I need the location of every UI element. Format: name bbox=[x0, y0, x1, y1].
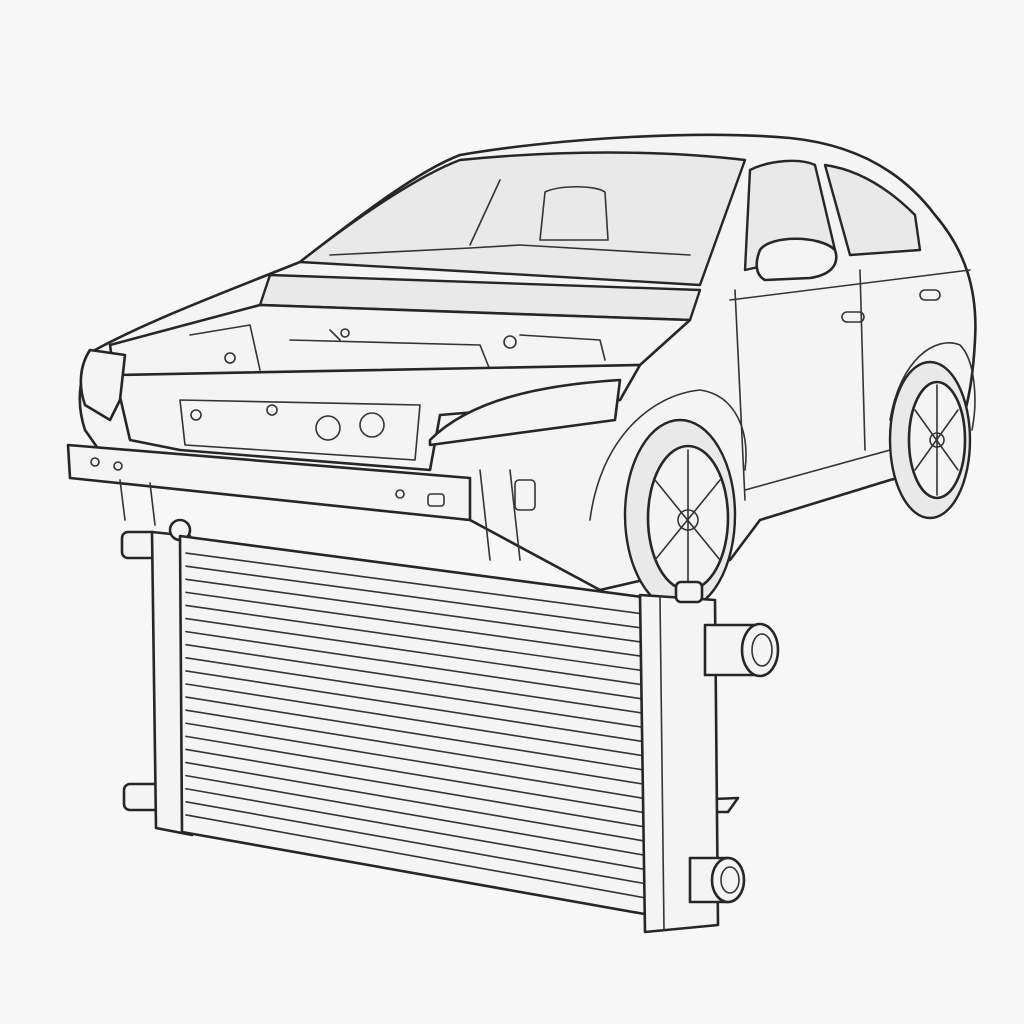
side-mirror bbox=[755, 237, 838, 282]
radiator-fin bbox=[185, 578, 646, 644]
frame-inner bbox=[179, 399, 421, 461]
a-pillar-line bbox=[469, 179, 501, 246]
front-wheel bbox=[623, 418, 737, 612]
radiator-fin bbox=[185, 761, 646, 842]
radiator-fin bbox=[185, 683, 646, 757]
door-handle-rear bbox=[919, 289, 941, 301]
radiator-fin bbox=[185, 735, 646, 814]
radiator-fin bbox=[185, 801, 646, 885]
lower-hose-outlet bbox=[688, 856, 746, 904]
door-line-front bbox=[734, 289, 746, 501]
upper-hose-outlet bbox=[703, 622, 780, 678]
beam-hole bbox=[113, 461, 123, 471]
seat-outline bbox=[539, 185, 609, 241]
rear-wheel bbox=[888, 360, 972, 520]
radiator-fin bbox=[185, 604, 646, 672]
rear-side-window bbox=[823, 163, 922, 257]
frame-hole bbox=[359, 412, 385, 438]
frame-hole bbox=[266, 404, 278, 416]
rear-wheel-arch bbox=[889, 342, 976, 431]
radiator-fin bbox=[185, 670, 646, 743]
radiator-fin bbox=[185, 565, 646, 630]
sill-line bbox=[744, 449, 891, 491]
car bbox=[66, 133, 977, 612]
radiator-fin bbox=[185, 591, 646, 658]
door-line-rear bbox=[859, 269, 866, 451]
right-tank-edge bbox=[659, 597, 665, 931]
under-strut bbox=[119, 469, 521, 561]
beam-hole bbox=[395, 489, 405, 499]
radiator-fin bbox=[185, 643, 646, 715]
beltline bbox=[729, 269, 971, 301]
bay-bolt bbox=[340, 328, 350, 338]
door-handle-front bbox=[841, 311, 865, 323]
frame-hole bbox=[315, 415, 341, 441]
radiator-fin bbox=[185, 774, 646, 857]
radiator-fin bbox=[185, 630, 646, 701]
bracket bbox=[514, 479, 536, 511]
dashboard-line bbox=[329, 244, 691, 256]
bay-cap bbox=[503, 335, 517, 349]
radiator-fin bbox=[185, 748, 646, 828]
radiator bbox=[120, 518, 780, 934]
radiator-fin bbox=[185, 696, 646, 771]
radiator-fins bbox=[185, 552, 646, 899]
bumper-beam bbox=[66, 443, 472, 522]
radiator-fin bbox=[185, 709, 646, 786]
headlight-left bbox=[79, 348, 127, 422]
radiator-fin bbox=[185, 814, 646, 899]
bay-bolt bbox=[224, 352, 236, 364]
radiator-filler-cap bbox=[674, 580, 704, 604]
radiator-fin bbox=[185, 552, 646, 615]
radiator-fin bbox=[185, 617, 646, 686]
radiator-fin bbox=[185, 657, 646, 729]
radiator-fin bbox=[185, 787, 646, 871]
engine-bay-detail bbox=[189, 324, 606, 371]
front-wheel-arch bbox=[589, 389, 747, 521]
beam-hole bbox=[427, 493, 445, 507]
radiator-fin bbox=[185, 722, 646, 800]
headlight-right bbox=[428, 378, 622, 447]
beam-hole bbox=[90, 457, 100, 467]
frame-hole bbox=[190, 409, 202, 421]
